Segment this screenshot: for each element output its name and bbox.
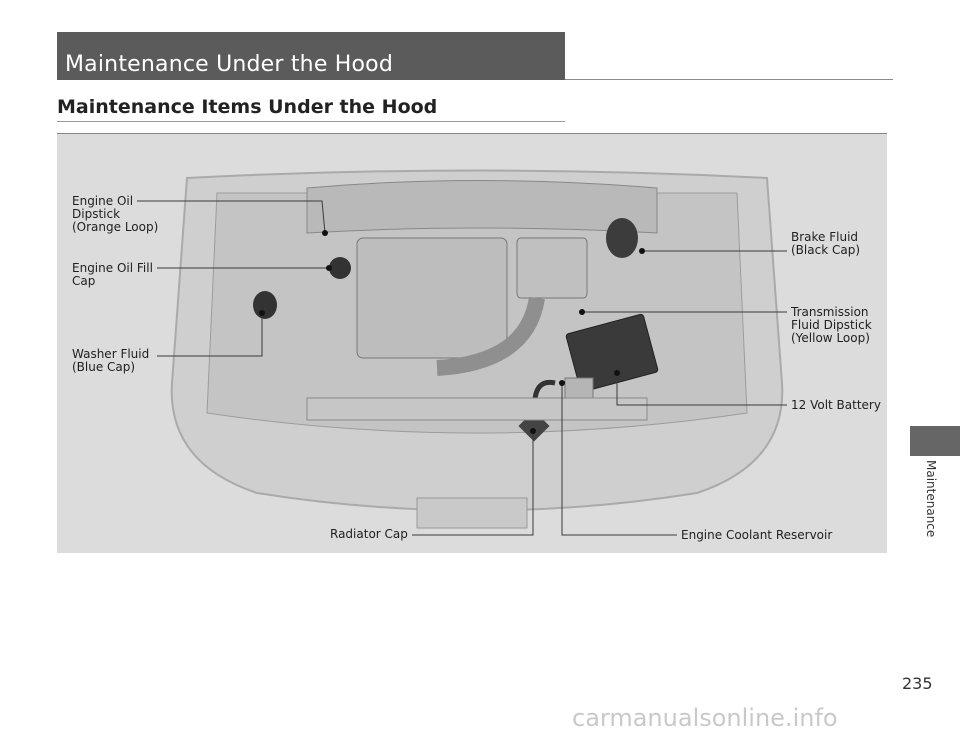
radiator-support	[306, 397, 648, 421]
section-rule	[57, 121, 565, 122]
header-rule	[565, 79, 893, 80]
intake-pipe	[436, 296, 545, 376]
label-washer-fluid: Washer Fluid (Blue Cap)	[72, 347, 150, 374]
label-engine-oil-dipstick: Engine Oil Dipstick (Orange Loop)	[72, 194, 159, 234]
plate-area	[416, 497, 528, 529]
label-coolant-reservoir: Engine Coolant Reservoir	[681, 528, 833, 542]
cowl-panel	[306, 180, 658, 234]
leader-lines	[137, 200, 787, 536]
leader-battery	[616, 373, 787, 406]
panel-top-rule	[57, 133, 887, 134]
leader-washer	[157, 313, 263, 357]
page-number: 235	[902, 674, 933, 693]
engine-cover	[356, 237, 508, 359]
label-radiator-cap: Radiator Cap	[330, 527, 408, 541]
engine-bay-illustration	[137, 169, 787, 536]
section-title: Maintenance Items Under the Hood	[57, 96, 438, 118]
section-tab	[910, 426, 960, 456]
oil-cap-shape	[329, 257, 351, 279]
header-bar	[57, 32, 565, 80]
leader-coolant	[561, 383, 677, 536]
air-box	[516, 237, 588, 299]
brake-reservoir-shape	[606, 218, 638, 258]
label-engine-oil-fill-cap: Engine Oil Fill Cap	[72, 261, 153, 288]
washer-cap-shape	[253, 291, 277, 319]
page-title: Maintenance Under the Hood	[65, 52, 393, 77]
battery-shape	[565, 313, 659, 393]
leader-oil-dipstick	[137, 200, 326, 234]
label-battery: 12 Volt Battery	[791, 398, 881, 412]
watermark: carmanualsonline.info	[572, 704, 838, 732]
label-brake-fluid: Brake Fluid (Black Cap)	[791, 230, 860, 257]
section-tab-label: Maintenance	[924, 460, 938, 538]
leader-radiator	[412, 431, 534, 536]
label-transmission-dipstick: Transmission Fluid Dipstick (Yellow Loop…	[791, 305, 872, 345]
leader-dots	[259, 230, 645, 434]
